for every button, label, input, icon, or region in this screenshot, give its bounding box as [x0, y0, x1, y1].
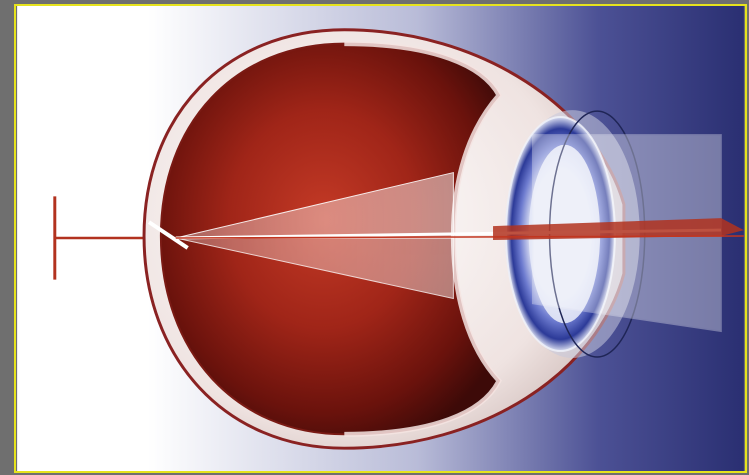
eye-illustration: [14, 4, 747, 473]
eye-cross-section-icon: [16, 6, 745, 471]
